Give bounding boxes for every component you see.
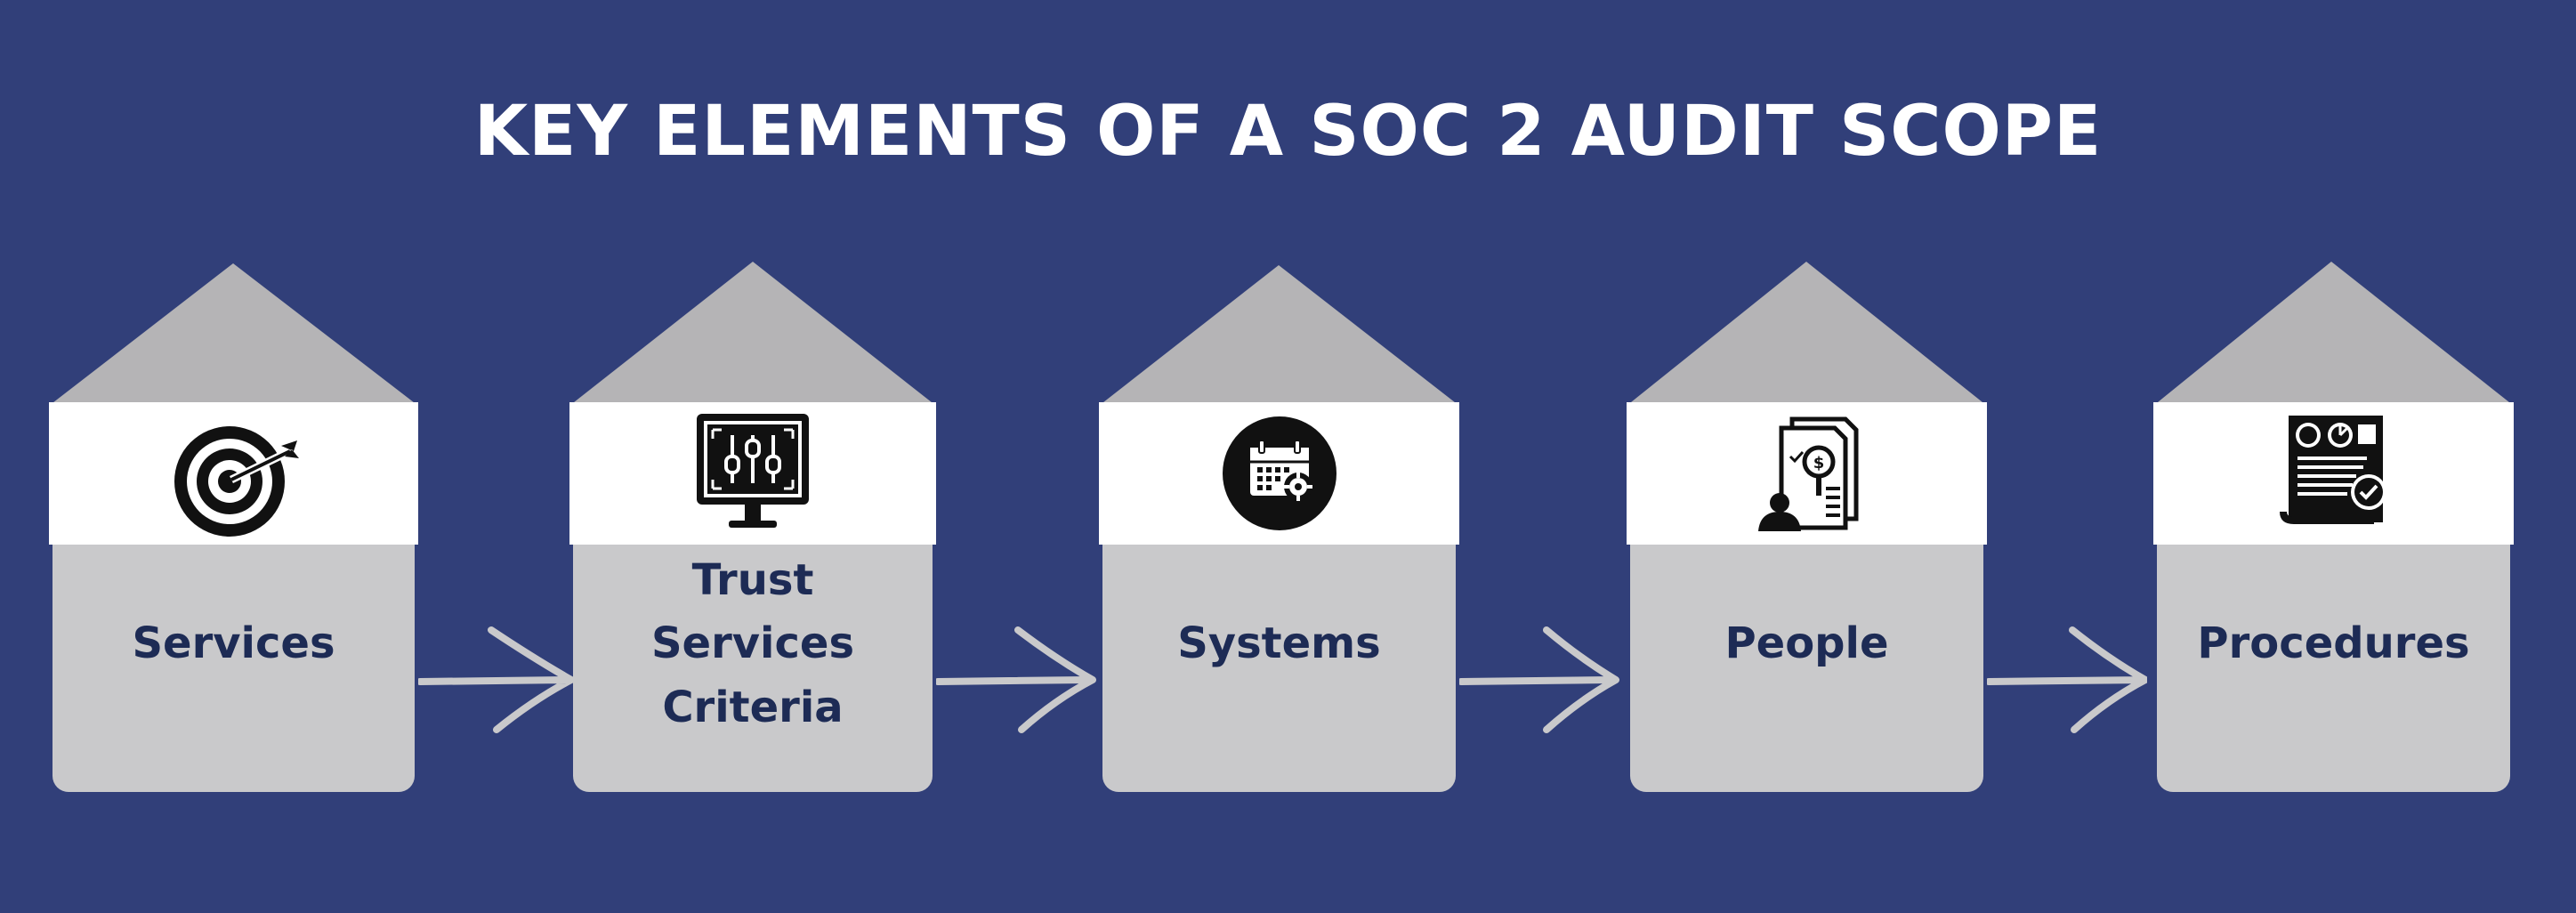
monitor-sliders-icon [697,414,809,528]
icon-band [49,402,418,545]
icon-band: $ [1627,402,1987,545]
flow-arrow [418,626,575,733]
report-checkmark-icon [2279,416,2386,524]
target-icon [174,426,299,537]
calendar-gear-icon [1222,416,1336,530]
element-box: Procedures [2157,545,2510,792]
flow-arrow [936,626,1096,733]
element-card-procedures: Procedures [2153,258,2514,792]
element-card-trust-services-criteria: Trust Services Criteria [569,258,936,792]
document-audit-person-icon: $ [1757,416,1858,531]
element-label: People [1724,618,1889,669]
diagram-title: KEY ELEMENTS OF A SOC 2 AUDIT SCOPE [473,92,2103,172]
icon-band [1099,402,1459,545]
element-label: Procedures [2197,618,2470,669]
element-box: Trust Services Criteria [573,545,933,792]
element-card-people: $ People [1627,258,1987,792]
icon-band [2153,402,2514,545]
roof-shape [1627,262,1987,406]
element-box: Systems [1102,545,1456,792]
roof-shape [49,263,418,406]
element-label: Services [132,618,335,669]
element-label: Trust Services Criteria [650,555,855,732]
element-card-systems: Systems [1099,258,1459,792]
element-box: People [1630,545,1983,792]
element-card-services: Services [49,258,418,792]
roof-shape [2153,262,2514,406]
element-label: Systems [1177,618,1381,669]
element-box: Services [52,545,415,792]
roof-shape [569,262,936,406]
flow-arrow [1459,626,1619,733]
icon-band [569,402,936,545]
roof-shape [1099,265,1459,406]
flow-arrow [1987,626,2147,733]
svg-text:$: $ [1813,454,1824,473]
